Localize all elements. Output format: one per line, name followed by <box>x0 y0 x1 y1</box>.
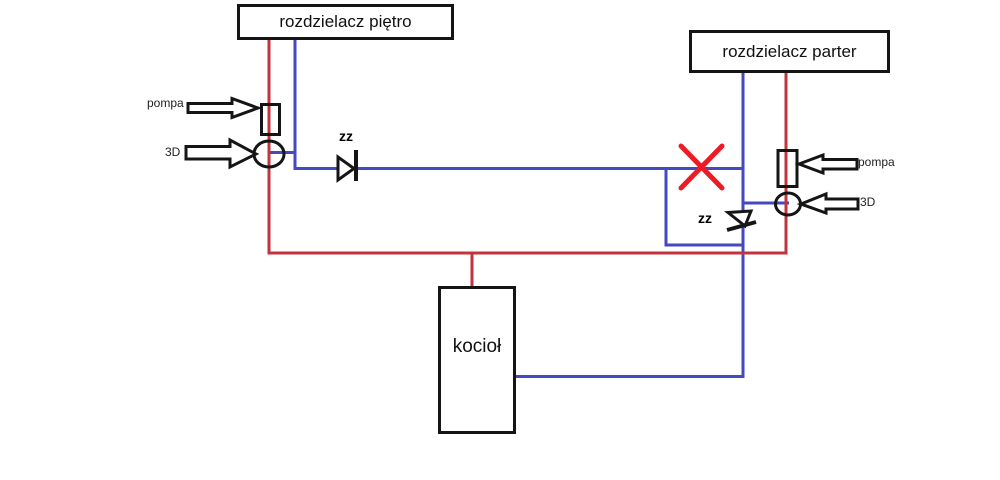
check-valve-icon-left <box>336 154 357 183</box>
right-pump-label: pompa <box>858 155 895 169</box>
left-pump-label: pompa <box>147 96 184 110</box>
floor-distributor-box: rozdzielacz piętro <box>237 4 454 40</box>
check-valve-icon-right <box>724 209 754 229</box>
pump-symbol-right <box>776 149 799 188</box>
right-valve-label: 3D <box>860 195 876 209</box>
ground-distributor-box: rozdzielacz parter <box>689 30 890 73</box>
arrow-icon-right-valve <box>796 191 860 216</box>
arrow-icon-left-valve <box>184 137 260 170</box>
boiler-label: kocioł <box>452 336 502 357</box>
cross-out-icon <box>678 143 725 191</box>
ground-distributor-label: rozdzielacz parter <box>722 41 857 61</box>
arrow-icon-left-pump <box>186 96 263 120</box>
boiler-box: kocioł <box>438 286 516 434</box>
arrow-icon-right-pump <box>794 152 859 176</box>
left-valve-label: 3D <box>165 145 181 159</box>
pump-symbol-left <box>260 103 281 136</box>
check-valve-bar-right <box>726 220 757 232</box>
left-check-valve-label: zz <box>339 128 353 144</box>
right-check-valve-label: zz <box>698 210 712 226</box>
floor-distributor-label: rozdzielacz piętro <box>279 12 412 31</box>
